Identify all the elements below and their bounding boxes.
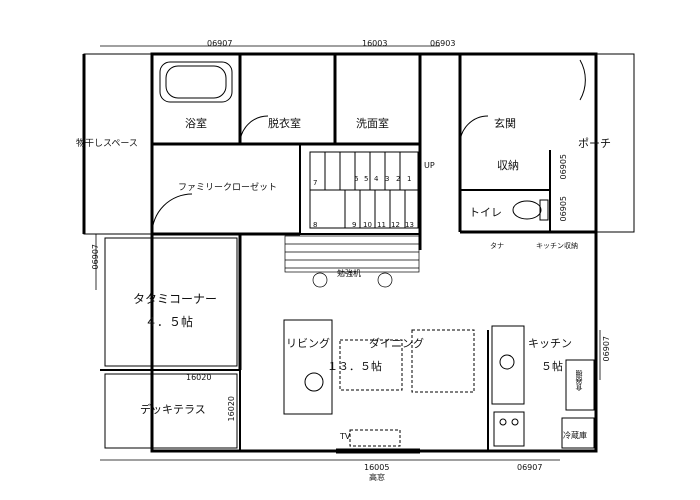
stair-step: 3 [385, 175, 390, 183]
bathtub [159, 61, 233, 103]
label-study-desk: 勉強机 [337, 269, 361, 278]
ld-size: １３．５帖 [327, 360, 382, 373]
stove [493, 411, 525, 447]
dim-bottom-mid: 16005 [364, 463, 390, 472]
deck-area [104, 373, 238, 449]
label-high-window: 高窓 [369, 473, 385, 482]
label-tv: TV [340, 432, 351, 441]
tatami-area [104, 237, 238, 367]
dim-tatami-bottom: 16020 [186, 373, 212, 382]
stair-step: 7 [313, 179, 318, 187]
dim-top-mid: 16003 [362, 39, 388, 48]
label-fridge: 冷蔵庫 [563, 431, 587, 440]
porch-outline [595, 53, 635, 233]
toilet-bowl [512, 200, 542, 220]
stair-step: 10 [363, 221, 372, 229]
label-pantry: 食器棚 [575, 370, 583, 391]
dim-top-right: 06903 [430, 39, 456, 48]
stair-step: 5 [364, 175, 369, 183]
room-bath: 浴室 [185, 117, 207, 130]
room-drying-space: 物干しスペース [76, 139, 138, 149]
fridge-outline [561, 417, 595, 449]
room-dressing: 脱衣室 [268, 117, 301, 130]
stair-step: 13 [405, 221, 414, 229]
stair-up: UP [424, 161, 435, 170]
room-entrance: 玄関 [494, 117, 516, 130]
stair-step: 9 [352, 221, 357, 229]
kitchen-size: ５帖 [541, 360, 563, 373]
study-desk [284, 235, 420, 288]
dim-top-left: 06907 [207, 39, 233, 48]
stair-step: 2 [396, 175, 401, 183]
stairs [309, 151, 419, 229]
room-porch: ポーチ [578, 137, 611, 150]
stair-step: 1 [407, 175, 412, 183]
dim-deck-side: 16020 [227, 396, 236, 422]
dim-kitchen-side: 06907 [602, 336, 611, 362]
room-toilet: トイレ [469, 206, 502, 219]
label-kitchen-storage: キッチン収納 [536, 242, 578, 250]
kitchen-counter [491, 325, 525, 405]
pantry-outline [565, 359, 595, 411]
room-dining: ダイニング [369, 337, 424, 350]
room-kitchen: キッチン [528, 337, 572, 350]
stair-step: 12 [391, 221, 400, 229]
dim-bottom-right: 06907 [517, 463, 543, 472]
dim-left-side: 06907 [91, 244, 100, 270]
stair-step: 6 [354, 175, 359, 183]
stair-step: 8 [313, 221, 318, 229]
room-family-closet: ファミリークローゼット [178, 183, 278, 193]
sofa [283, 319, 333, 415]
label-tana: タナ [490, 242, 504, 250]
dining-table [411, 329, 475, 393]
tatami-size: ４．５帖 [145, 315, 194, 329]
dim-entrance-side-2: 06905 [559, 196, 568, 222]
stair-step: 11 [377, 221, 386, 229]
room-storage: 収納 [497, 159, 519, 172]
room-washroom: 洗面室 [356, 117, 389, 130]
outer-wall [150, 52, 598, 453]
room-tatami: タタミコーナー [133, 292, 218, 306]
dim-entrance-side-1: 06905 [559, 154, 568, 180]
tv-stand [349, 429, 401, 447]
stair-step: 4 [374, 175, 379, 183]
room-living: リビング [286, 337, 330, 350]
room-deck: デッキテラス [140, 403, 206, 416]
